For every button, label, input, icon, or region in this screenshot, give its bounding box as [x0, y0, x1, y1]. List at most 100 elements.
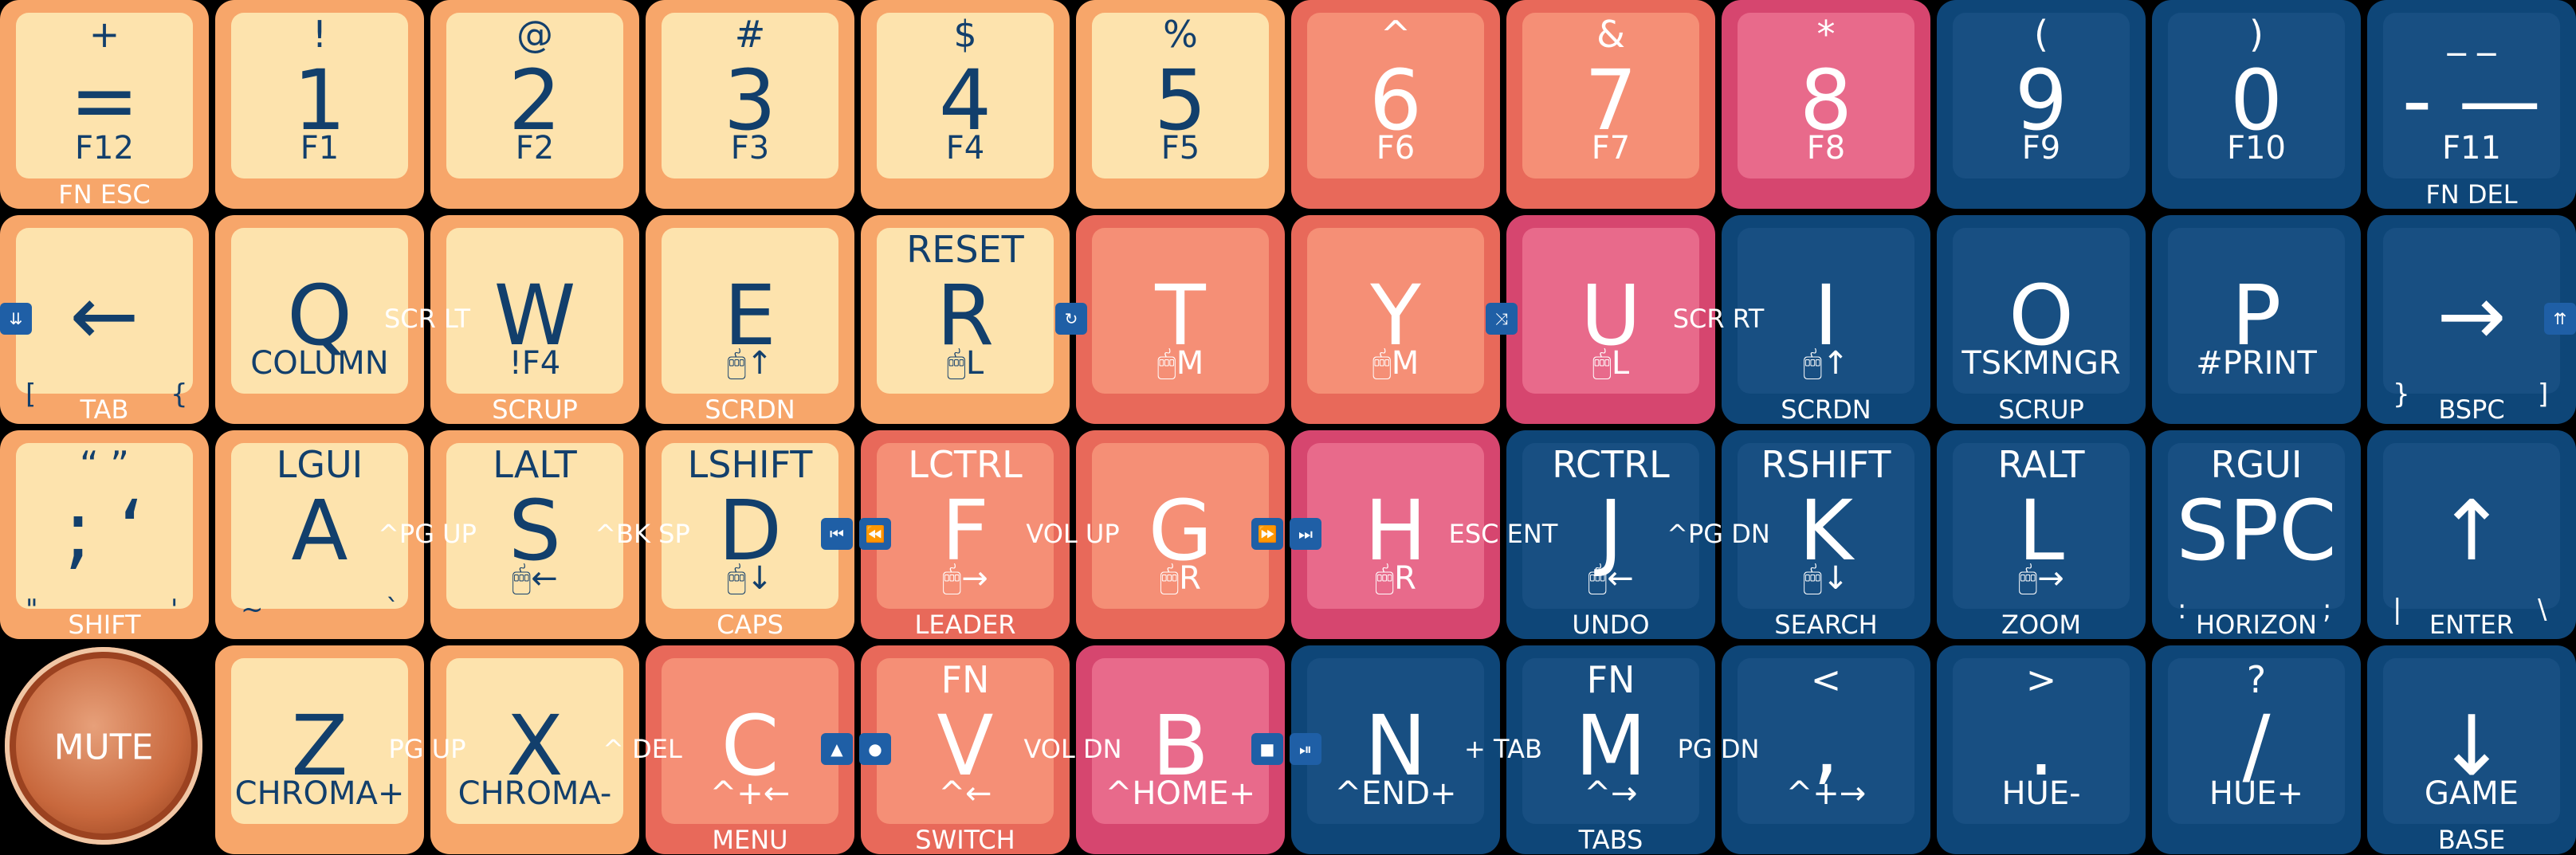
key-2-6[interactable]: H🖱R: [1291, 430, 1500, 639]
key-sub-label: #PRINT: [2196, 345, 2317, 382]
key-0-4[interactable]: 4$F4: [861, 0, 1070, 209]
keycap: [16, 13, 193, 178]
combo-stop-play-icon-0[interactable]: ■: [1251, 733, 1283, 765]
combo-eject-icon-1[interactable]: ●: [859, 733, 891, 765]
combo-scr-rt-label: SCR RT: [1672, 304, 1765, 334]
key-1-0[interactable]: ←[{TAB: [0, 215, 209, 424]
combo-lock-up-icon-0[interactable]: ⇈: [2544, 303, 2576, 335]
key-0-10[interactable]: 0)F10: [2152, 0, 2361, 209]
key-hold-label: SCRDN: [1781, 394, 1871, 425]
key-0-7[interactable]: 7&F7: [1506, 0, 1715, 209]
key-3-9[interactable]: .>HUE-: [1937, 645, 2146, 854]
key-1-10[interactable]: P#PRINT: [2152, 215, 2361, 424]
combo-pg-up-s-label: ^PG UP: [378, 519, 477, 549]
key-hold-label: SCRUP: [1998, 394, 2084, 425]
key-0-5[interactable]: 5%F5: [1076, 0, 1285, 209]
combo-stop-play-icon-1[interactable]: ⏯: [1290, 733, 1321, 765]
combo-reload-icon-0[interactable]: ↻: [1055, 303, 1087, 335]
keycap: [446, 228, 623, 394]
key-1-3[interactable]: E🖱↑SCRDN: [646, 215, 854, 424]
key-0-3[interactable]: 3#F3: [646, 0, 854, 209]
key-main-label: L: [2018, 482, 2064, 579]
key-2-5[interactable]: G🖱R: [1076, 430, 1285, 639]
key-2-0[interactable]: ; ‘“ ”"'SHIFT: [0, 430, 209, 639]
key-1-8[interactable]: I🖱↑SCRDN: [1722, 215, 1930, 424]
key-shift-label: RGUI: [2210, 443, 2303, 486]
key-0-1[interactable]: 1!F1: [215, 0, 424, 209]
key-2-11[interactable]: ↑|\ENTER: [2367, 430, 2576, 639]
key-1-6[interactable]: Y🖱M: [1291, 215, 1500, 424]
combo-prev-track-icon-1[interactable]: ⏪: [859, 518, 891, 550]
key-shift-label: LSHIFT: [687, 443, 813, 486]
key-shift-label: RCTRL: [1552, 443, 1670, 486]
keycap: [16, 443, 193, 609]
key-shift-label: LGUI: [276, 443, 363, 486]
key-main-label: W: [493, 267, 576, 364]
mute-knob[interactable]: [5, 647, 202, 845]
key-0-8[interactable]: 8*F8: [1722, 0, 1930, 209]
key-sub-label: F11: [2442, 130, 2501, 167]
key-0-2[interactable]: 2@F2: [430, 0, 639, 209]
key-corner-right: ': [171, 594, 179, 626]
key-0-6[interactable]: 6^F6: [1291, 0, 1500, 209]
keycap: [446, 658, 623, 824]
key-1-7[interactable]: U🖱L: [1506, 215, 1715, 424]
keycap: [2383, 658, 2560, 824]
keycap: [1307, 228, 1484, 394]
key-hold-label: TABS: [1578, 825, 1643, 855]
key-main-label: 1: [293, 52, 347, 149]
key-3-8[interactable]: ,<^+→: [1722, 645, 1930, 854]
combo-scr-lt-label: SCR LT: [383, 304, 471, 334]
key-main-label: 8: [1799, 52, 1853, 149]
key-sub-label: 🖱↑: [1803, 345, 1849, 382]
combo-next-track-icon-1[interactable]: ⏭: [1290, 518, 1321, 550]
key-3-10[interactable]: /?HUE+: [2152, 645, 2361, 854]
combo-lock-down-icon-0[interactable]: ⇊: [0, 303, 32, 335]
combo-pg-up-x-label: PG UP: [388, 734, 466, 764]
key-main-label: ; ‘: [64, 482, 145, 579]
key-3-3[interactable]: C^+←MENU: [646, 645, 854, 854]
combo-pg-dn-k-label: ^PG DN: [1667, 519, 1770, 549]
key-3-5[interactable]: B^HOME+: [1076, 645, 1285, 854]
key-shift-label: ^: [1380, 13, 1412, 56]
combo-shuffle-icon-0[interactable]: ⤨: [1486, 303, 1518, 335]
combo-bk-sp-label: ^BK SP: [595, 519, 690, 549]
key-sub-label: 🖱→: [942, 560, 988, 597]
key-corner-right: \: [2538, 594, 2547, 626]
combo-prev-track-icon-0[interactable]: ⏮: [821, 518, 853, 550]
key-sub-label: ^END+: [1334, 775, 1457, 812]
key-hold-label: SHIFT: [68, 610, 141, 640]
key-sub-label: F9: [2021, 130, 2061, 167]
key-sub-label: CHROMA+: [234, 775, 405, 812]
key-main-label: J: [1598, 482, 1624, 579]
key-1-5[interactable]: T🖱M: [1076, 215, 1285, 424]
keycap: [1738, 228, 1914, 394]
key-3-6[interactable]: N^END+: [1291, 645, 1500, 854]
key-corner-right: `: [386, 594, 399, 626]
key-0-9[interactable]: 9(F9: [1937, 0, 2146, 209]
key-main-label: ←: [69, 267, 139, 364]
keycap: [2168, 13, 2345, 178]
combo-next-track-icon-0[interactable]: ⏩: [1251, 518, 1283, 550]
key-1-11[interactable]: →}]BSPC: [2367, 215, 2576, 424]
combo-eject-icon-0[interactable]: ▲: [821, 733, 853, 765]
